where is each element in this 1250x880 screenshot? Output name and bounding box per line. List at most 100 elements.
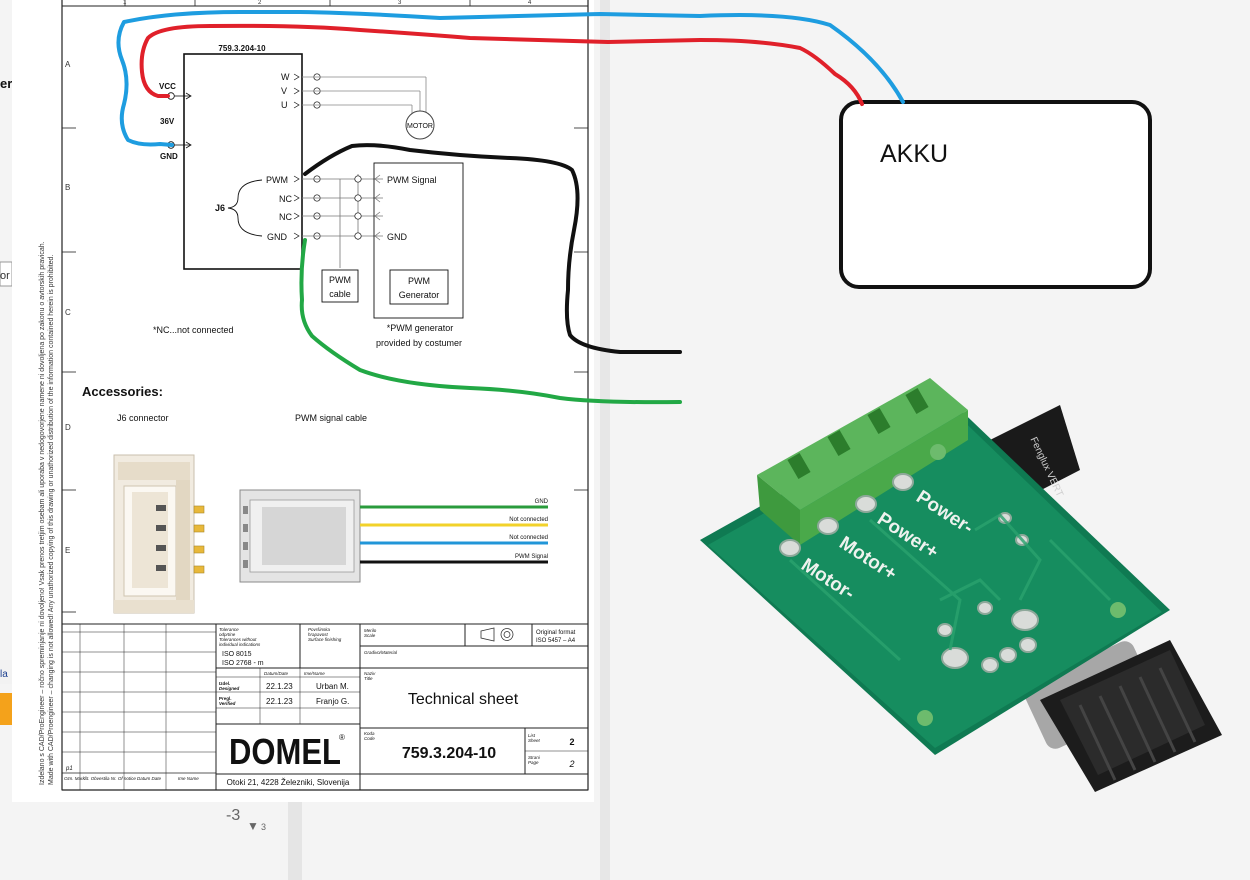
- format-line-2: ISO 5457 – A4: [536, 638, 576, 644]
- motor-symbol: [405, 110, 435, 140]
- potentiometer-knob-icon: [1024, 640, 1222, 792]
- cable-wire-pwm: PWM Signal: [515, 554, 548, 560]
- schematic: 759.3.204-10 VCC 36V GND W V U MOTOR J6: [153, 44, 464, 348]
- verified-name: Franjo G.: [316, 697, 349, 706]
- generator-pin-gnd: GND: [387, 232, 408, 242]
- accessories: Accessories: J6 connector PWM signal cab…: [82, 384, 549, 614]
- tolerance-line-3: Tolerances without: [219, 637, 257, 642]
- controller-box: [183, 53, 303, 270]
- copyright-line-1: Izdelano s CAD/ProEngineer – ročno sprem…: [39, 241, 46, 785]
- wire-green: [299, 238, 682, 405]
- grid-row-a: A: [65, 60, 71, 69]
- projection-symbol-icon: [480, 627, 514, 642]
- drawing-sheet: 1 2 3 4 A B C D E Izdelano s CAD/ProEngi…: [12, 0, 594, 802]
- grid-col-4: 4: [528, 0, 532, 6]
- wire-black: [303, 143, 682, 354]
- format-line-1: Original format: [536, 630, 576, 636]
- motor-pin-v: V: [281, 86, 287, 96]
- brand-address: Otoki 21, 4228 Železniki, Slovenija: [227, 778, 350, 787]
- generator-note-line-2: provided by costumer: [376, 338, 462, 348]
- rev-col-4: Ime Name: [178, 776, 199, 781]
- pwm-generator-line-1: PWM: [408, 276, 430, 286]
- j6-pin-nc-1: NC: [279, 194, 292, 204]
- left-fragment-2: la: [0, 669, 8, 680]
- tolerance-line-2: odprtine: [219, 632, 236, 637]
- pwm-signal-cable-label: PWM signal cable: [295, 413, 367, 423]
- pwm-cable-box: [321, 269, 359, 303]
- document-code: 759.3.204-10: [402, 745, 496, 762]
- nc-note: *NC...not connected: [153, 325, 234, 335]
- sheet-small-1: List: [528, 733, 536, 738]
- verified-date: 22.1.23: [266, 697, 293, 706]
- power-pin-vcc: VCC: [159, 82, 176, 91]
- rev-col-2: Št. Obvestila Nr. Of notice: [84, 775, 136, 781]
- j6-brace: [227, 179, 263, 237]
- copyright-note: Izdelano s CAD/ProEngineer – ročno sprem…: [39, 241, 55, 785]
- surface-line-3: Surface finishing: [308, 637, 342, 642]
- wire-blue: [116, 10, 905, 147]
- scale-line-2: Scale: [364, 633, 376, 638]
- grid-row-b: B: [65, 183, 70, 192]
- page-counter: -3: [226, 807, 240, 824]
- grid-row-e: E: [65, 546, 70, 555]
- copyright-line-2: Made with CAD/Proengineer – changing is …: [48, 255, 55, 785]
- surface-line-2: hrapavost: [308, 632, 329, 637]
- document-title: Technical sheet: [408, 691, 519, 708]
- power-pin-36v: 36V: [160, 117, 175, 126]
- akku-battery-box: [839, 100, 1152, 289]
- akku-label: AKKU: [880, 140, 948, 168]
- pwm-controller-board-photo: Fenglux VERT: [700, 378, 1222, 792]
- scale-line-1: Merilo: [364, 628, 377, 633]
- material-label: Gradivo/Material: [364, 650, 398, 655]
- title-small-2: Title: [364, 676, 373, 681]
- tolerance-line-4: individual indications: [219, 642, 261, 647]
- svg-text:®: ®: [339, 733, 345, 742]
- j6-connector-label: J6 connector: [117, 413, 169, 423]
- pwm-cable-line-1: PWM: [329, 275, 351, 285]
- wire-red: [139, 23, 864, 106]
- j6-pin-nc-2: NC: [279, 212, 292, 222]
- tolerance-line-5: ISO 8015: [222, 651, 252, 658]
- pages-small-2: Page: [528, 760, 539, 765]
- grid-row-d: D: [65, 423, 71, 432]
- date-head: Datum/Date: [264, 671, 289, 676]
- grid-col-2: 2: [258, 0, 262, 6]
- tolerance-line-1: Tolerance: [219, 627, 239, 632]
- code-small-1: Koda: [364, 731, 375, 736]
- generator-note-line-1: *PWM generator: [387, 323, 454, 333]
- cable-wire-nc-2: Not connected: [509, 535, 548, 541]
- sheet-small-2: Sheet: [528, 738, 541, 743]
- generator-pin-pwm-signal: PWM Signal: [387, 175, 437, 185]
- designed-name: Urban M.: [316, 682, 349, 691]
- rev-col-3: Datum Date: [137, 776, 162, 781]
- pwm-generator-line-2: Generator: [399, 290, 440, 300]
- screw-terminal-icon: [757, 378, 968, 545]
- designed-line-2: Designed: [219, 686, 240, 691]
- grid-col-3: 3: [398, 0, 402, 6]
- pwm-generator-box: [389, 269, 449, 305]
- pwm-cable-line-2: cable: [329, 289, 351, 299]
- rev-col-1: Ozn. Mark: [64, 776, 86, 781]
- designed-date: 22.1.23: [266, 682, 293, 691]
- j6-connector-image: [113, 454, 205, 614]
- grid-col-1: 1: [123, 0, 127, 6]
- j6-pin-pwm: PWM: [266, 175, 288, 185]
- pwm-generator-frame: [373, 162, 464, 319]
- surface-line-1: Površinska: [308, 627, 331, 632]
- verified-line-1: Pregl.: [219, 696, 232, 701]
- designed-line-1: Izdel.: [219, 681, 230, 686]
- power-pin-gnd: GND: [160, 152, 178, 161]
- pwm-cable-image: GND Not connected Not connected PWM Sign…: [239, 489, 549, 583]
- motor-pin-w: W: [281, 72, 290, 82]
- svg-text:3: 3: [261, 822, 266, 832]
- j6-pin-gnd: GND: [267, 232, 288, 242]
- pages-number: 2: [568, 759, 574, 769]
- sheet-number: 2: [569, 737, 574, 747]
- cable-wire-gnd: GND: [535, 499, 549, 505]
- page-counter-arrow-icon: ▼: [247, 819, 259, 833]
- cable-wire-nc-1: Not connected: [509, 517, 548, 523]
- motor-label: MOTOR: [407, 123, 433, 130]
- controller-part-number: 759.3.204-10: [218, 44, 266, 53]
- title-block: Tolerance odprtine Tolerances without in…: [61, 623, 589, 791]
